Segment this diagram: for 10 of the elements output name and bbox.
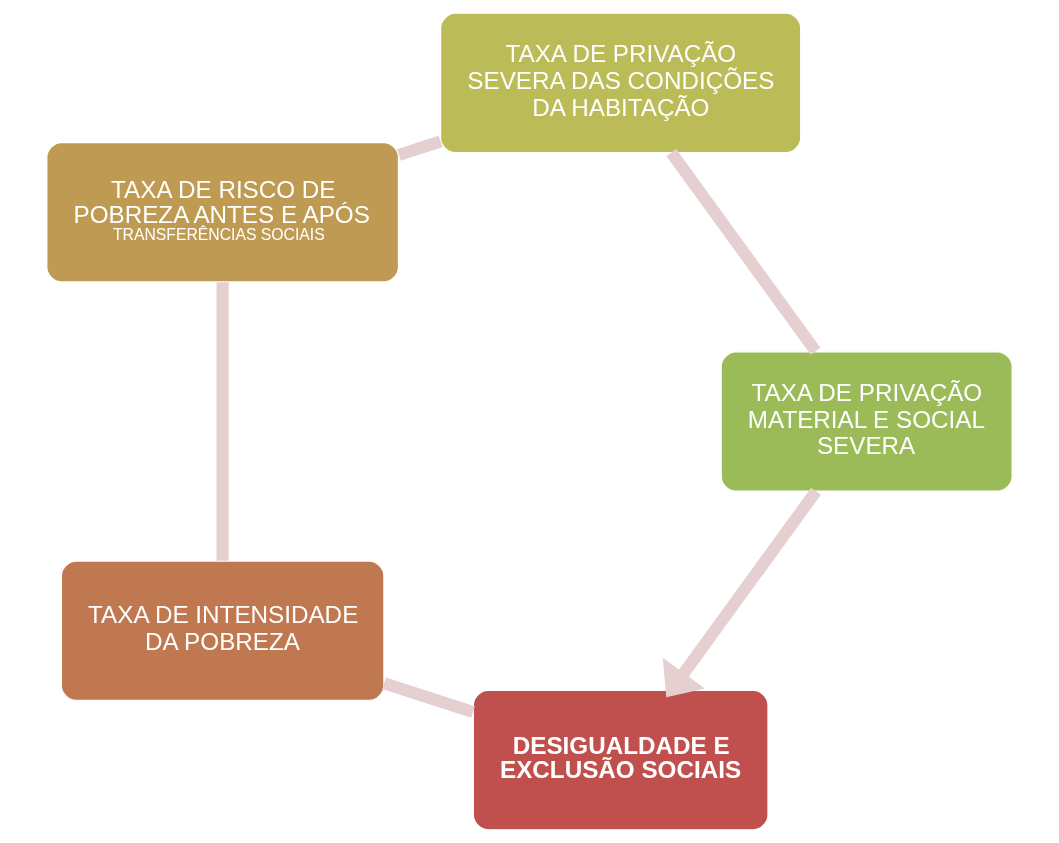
connector — [382, 677, 475, 718]
connector — [397, 135, 443, 161]
connector — [216, 282, 229, 561]
arrow — [662, 487, 821, 698]
node-box: TAXA DE PRIVAÇÃO SEVERA DAS CONDIÇÕES DA HABITAÇÃO — [440, 12, 802, 154]
node-box: TAXA DE RISCO DE POBREZA ANTES E APÓS TRANSFERÊNCIAS SOCIAIS — [46, 141, 400, 283]
node-box: TAXA DE INTENSIDADE DA POBREZA — [60, 560, 385, 702]
node-box: DESIGUALDADE E EXCLUSÃO SOCIAIS — [472, 689, 769, 831]
node-box: TAXA DE PRIVAÇÃO MATERIAL E SOCIAL SEVERA — [720, 351, 1013, 492]
connector — [666, 149, 821, 355]
